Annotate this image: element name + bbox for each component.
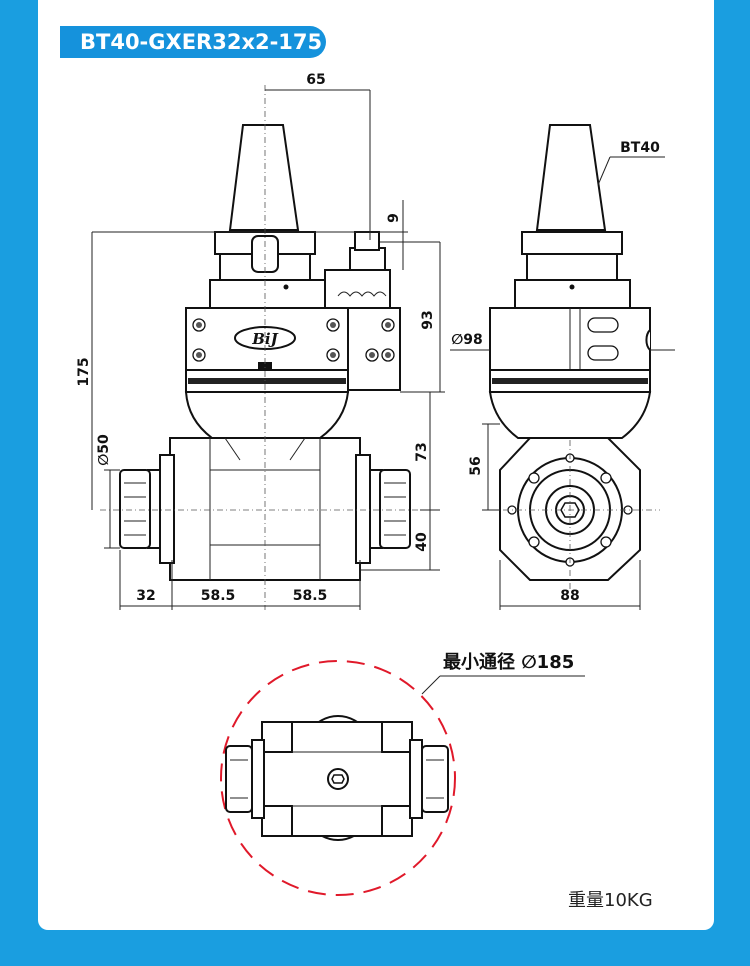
dim-50: ∅50: [96, 434, 112, 466]
callout-min-swing: 最小通径 ∅185: [443, 651, 574, 673]
right-collet-nut: [379, 469, 411, 549]
spring-housing: [324, 269, 391, 309]
bt40-taper: [228, 124, 300, 231]
top-view: 最小通径 ∅185: [220, 651, 585, 896]
dim-175: 175: [76, 357, 92, 386]
dim-73: 73: [414, 442, 430, 461]
dim-58-5-right: 58.5: [293, 588, 328, 604]
logo-text: BiJ: [251, 330, 278, 348]
stop-pin: [354, 231, 380, 251]
weight-label: 重量10KG: [568, 890, 653, 911]
left-flange: [159, 454, 175, 564]
dim-98: ∅98: [451, 332, 482, 348]
dim-93: 93: [420, 310, 436, 329]
dim-65: 65: [306, 72, 325, 88]
left-collet-nut: [119, 469, 151, 549]
collar: [209, 279, 326, 309]
right-flange: [355, 454, 371, 564]
min-swing-circle: [220, 660, 456, 896]
dim-40: 40: [414, 532, 430, 552]
model-title: BT40-GXER32x2-175: [60, 26, 326, 58]
lower-cone: [184, 391, 350, 439]
dim-56: 56: [468, 456, 484, 475]
top-left-nut: [225, 745, 253, 813]
side-view: BT40 ∅98 56 88: [450, 124, 675, 610]
top-right-nut: [421, 745, 449, 813]
dim-88: 88: [560, 588, 579, 604]
dim-9: 9: [386, 213, 402, 223]
stop-block: [349, 247, 386, 271]
dim-32: 32: [136, 588, 155, 604]
front-view: BiJ 65: [76, 72, 445, 610]
callout-bt40: BT40: [620, 140, 660, 156]
dim-58-5-left: 58.5: [201, 588, 236, 604]
side-taper: [535, 124, 607, 231]
